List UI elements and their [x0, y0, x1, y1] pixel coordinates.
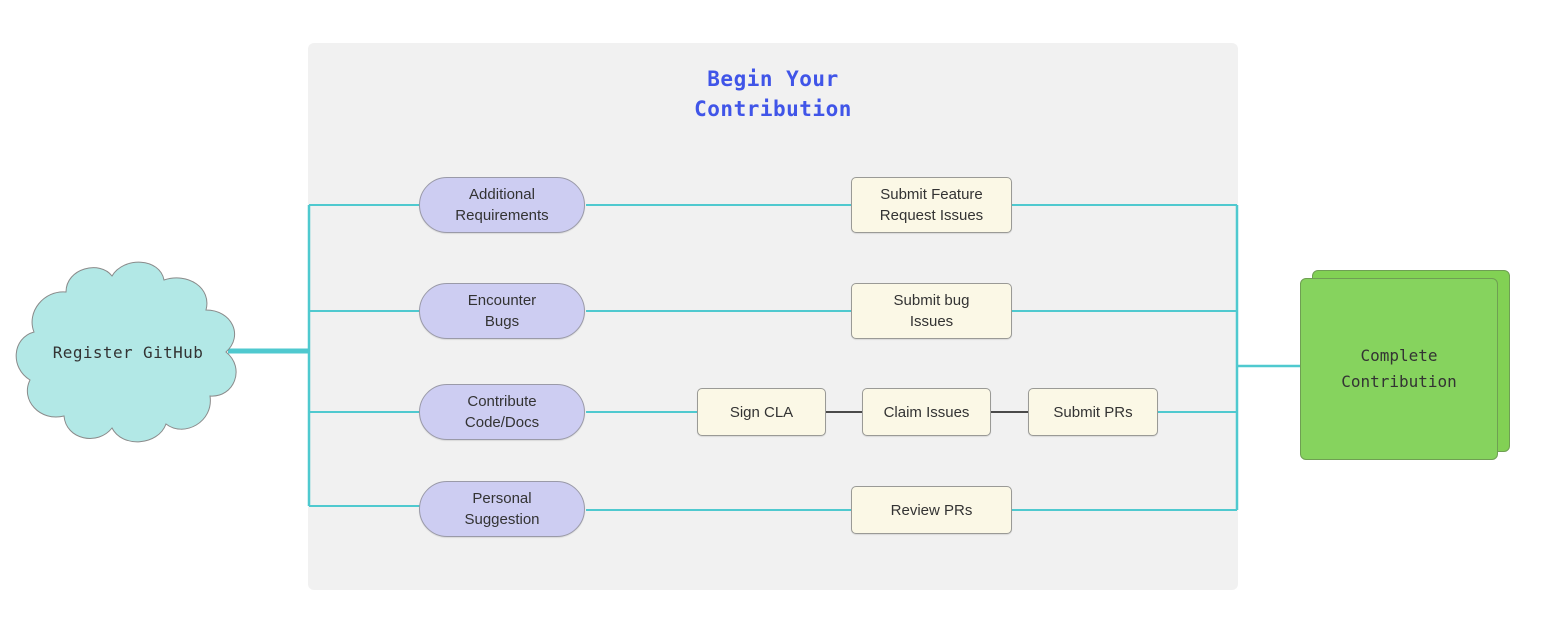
cloud-shape[interactable]: [8, 252, 248, 452]
branch-node-personal-suggestion[interactable]: Personal Suggestion: [419, 481, 585, 537]
step-node-submit-feature-request-issues[interactable]: Submit Feature Request Issues: [851, 177, 1012, 233]
step-node-claim-issues[interactable]: Claim Issues: [862, 388, 991, 436]
step-node-submit-prs[interactable]: Submit PRs: [1028, 388, 1158, 436]
step-node-submit-bug-issues[interactable]: Submit bug Issues: [851, 283, 1012, 339]
start-node-label: Register GitHub: [52, 342, 204, 362]
branch-node-additional-requirements[interactable]: Additional Requirements: [419, 177, 585, 233]
end-node[interactable]: Complete Contribution: [1300, 270, 1512, 460]
step-node-sign-cla[interactable]: Sign CLA: [697, 388, 826, 436]
end-node-label: Complete Contribution: [1300, 278, 1498, 460]
branch-node-contribute-code-docs[interactable]: Contribute Code/Docs: [419, 384, 585, 440]
branch-node-encounter-bugs[interactable]: Encounter Bugs: [419, 283, 585, 339]
diagram-title: Begin Your Contribution: [694, 67, 852, 121]
step-node-review-prs[interactable]: Review PRs: [851, 486, 1012, 534]
